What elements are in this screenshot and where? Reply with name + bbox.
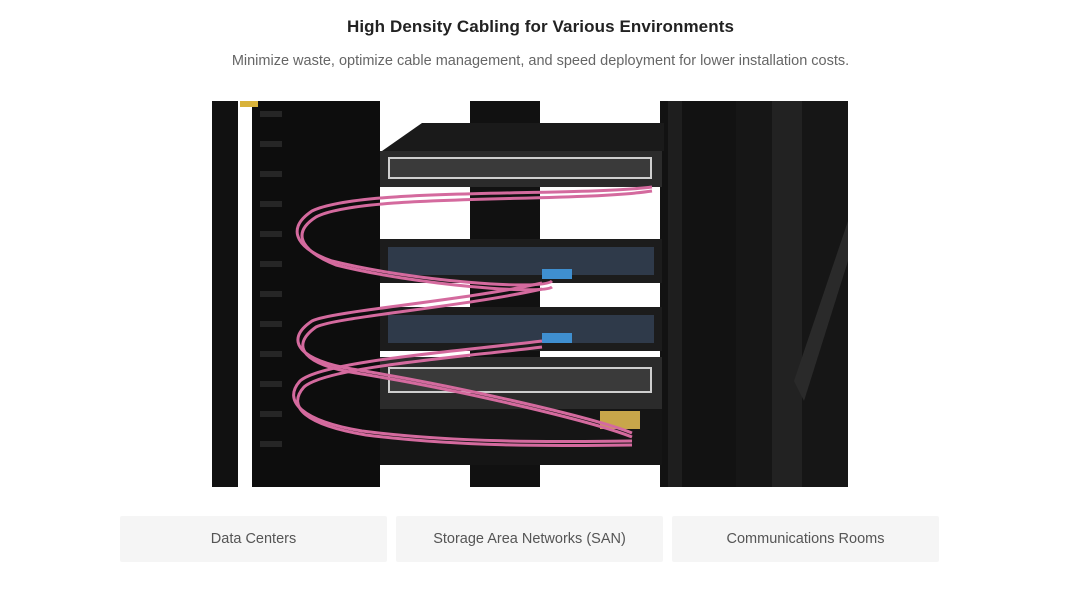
rack-cabling-photo [212,101,848,487]
patch-panel-1 [380,239,662,283]
right-diagonal-strut [794,221,848,401]
switch-bottom [380,357,662,465]
yellow-marker [240,101,258,107]
rack-illustration [212,101,848,487]
section-subtitle: Minimize waste, optimize cable managemen… [231,53,850,69]
left-rack-post [212,101,238,487]
tab-storage-area-networks[interactable]: Storage Area Networks (SAN) [396,516,663,562]
switch-top [380,123,664,187]
tab-communications-rooms[interactable]: Communications Rooms [672,516,939,562]
left-manager-slots [260,111,282,447]
right-side-brace [772,101,802,487]
patch-panel-2 [380,307,662,351]
section-title: High Density Cabling for Various Environ… [346,17,735,36]
fiber-cables [292,185,653,448]
right-rail [668,101,682,487]
tab-data-centers[interactable]: Data Centers [120,516,387,562]
